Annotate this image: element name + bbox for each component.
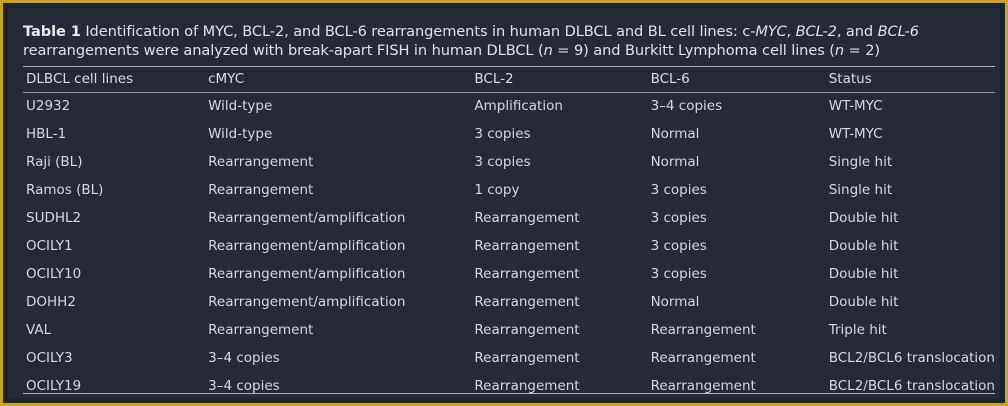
cell-cell-line: Ramos (BL) bbox=[26, 182, 104, 198]
cell-bcl6: Rearrangement bbox=[650, 322, 756, 338]
caption-bcl2: BCL-2 bbox=[795, 23, 837, 40]
table-row: U2932 Wild-type Amplification 3–4 copies WT-… bbox=[23, 92, 995, 120]
cell-bcl6: 3 copies bbox=[650, 238, 707, 254]
caption-n-dlbcl-var: n bbox=[543, 42, 553, 59]
cell-lines-table: DLBCL cell lines cMYC BCL-2 BCL-6 Status… bbox=[23, 66, 995, 398]
table-panel: Table 1 Identification of MYC, BCL-2, an… bbox=[8, 8, 1000, 398]
cell-bcl2: Rearrangement bbox=[474, 266, 580, 282]
cell-bcl6: Rearrangement bbox=[650, 350, 756, 366]
table-row: OCILY10 Rearrangement/amplification Rearra… bbox=[23, 260, 995, 288]
cell-bcl6: Normal bbox=[650, 154, 700, 170]
caption-n-bl-val: = 2) bbox=[844, 42, 881, 59]
cell-status: Double hit bbox=[828, 294, 899, 310]
table-bottom-rule bbox=[23, 393, 995, 394]
cell-cmyc: Rearrangement bbox=[208, 322, 314, 338]
cell-status: BCL2/BCL6 translocation bbox=[828, 378, 995, 394]
table-top-rule bbox=[23, 66, 995, 67]
cell-bcl2: Rearrangement bbox=[474, 322, 580, 338]
cell-bcl6: 3 copies bbox=[650, 182, 707, 198]
cell-status: Triple hit bbox=[828, 322, 887, 338]
header-cell-lines: DLBCL cell lines bbox=[26, 71, 134, 87]
table-row: HBL-1 Wild-type 3 copies Normal WT-MYC bbox=[23, 120, 995, 148]
header-bcl2: BCL-2 bbox=[474, 71, 514, 87]
caption-bcl6: BCL-6 bbox=[877, 23, 919, 40]
cell-cmyc: 3–4 copies bbox=[208, 350, 280, 366]
cell-cell-line: DOHH2 bbox=[26, 294, 76, 310]
cell-bcl2: 3 copies bbox=[474, 126, 531, 142]
cell-bcl2: 1 copy bbox=[474, 182, 520, 198]
table-header-rule bbox=[23, 92, 995, 93]
table-row: VAL Rearrangement Rearrangement Rearrangeme… bbox=[23, 316, 995, 344]
cell-bcl2: Rearrangement bbox=[474, 210, 580, 226]
cell-status: Double hit bbox=[828, 210, 899, 226]
caption-text-1: Identification of MYC, BCL-2, and BCL-6 … bbox=[80, 23, 756, 40]
cell-status: Double hit bbox=[828, 238, 899, 254]
header-status: Status bbox=[828, 71, 872, 87]
cell-cmyc: Wild-type bbox=[208, 98, 273, 114]
header-bcl6: BCL-6 bbox=[650, 71, 690, 87]
cell-bcl2: Rearrangement bbox=[474, 294, 580, 310]
caption-text-2: rearrangements were analyzed with break-… bbox=[23, 42, 544, 59]
table-header-row: DLBCL cell lines cMYC BCL-2 BCL-6 Status bbox=[23, 66, 995, 92]
cell-bcl2: Rearrangement bbox=[474, 378, 580, 394]
caption-myc: MYC bbox=[755, 23, 787, 40]
cell-status: BCL2/BCL6 translocation bbox=[828, 350, 995, 366]
header-cmyc: cMYC bbox=[208, 71, 245, 87]
cell-bcl2: Amplification bbox=[474, 98, 563, 114]
cell-status: WT-MYC bbox=[828, 98, 883, 114]
cell-cell-line: OCILY3 bbox=[26, 350, 73, 366]
cell-bcl6: Normal bbox=[650, 126, 700, 142]
cell-cmyc: Rearrangement/amplification bbox=[208, 238, 406, 254]
cell-cell-line: VAL bbox=[26, 322, 52, 338]
cell-cell-line: SUDHL2 bbox=[26, 210, 82, 226]
cell-status: Single hit bbox=[828, 182, 893, 198]
cell-bcl6: 3 copies bbox=[650, 210, 707, 226]
cell-bcl6: Normal bbox=[650, 294, 700, 310]
cell-cmyc: Rearrangement/amplification bbox=[208, 294, 406, 310]
cell-cmyc: Rearrangement bbox=[208, 182, 314, 198]
cell-status: WT-MYC bbox=[828, 126, 883, 142]
cell-cell-line: Raji (BL) bbox=[26, 154, 83, 170]
table-row: DOHH2 Rearrangement/amplification Rearrang… bbox=[23, 288, 995, 316]
cell-bcl6: 3–4 copies bbox=[650, 98, 723, 114]
table-caption: Table 1 Identification of MYC, BCL-2, an… bbox=[23, 22, 998, 60]
cell-status: Double hit bbox=[828, 266, 899, 282]
cell-status: Single hit bbox=[828, 154, 893, 170]
cell-bcl2: Rearrangement bbox=[474, 238, 580, 254]
cell-cell-line: U2932 bbox=[26, 98, 71, 114]
cell-cmyc: 3–4 copies bbox=[208, 378, 280, 394]
cell-cell-line: OCILY1 bbox=[26, 238, 73, 254]
cell-bcl2: 3 copies bbox=[474, 154, 531, 170]
table-row: Raji (BL) Rearrangement 3 copies Normal Sing… bbox=[23, 148, 995, 176]
table-label: Table 1 bbox=[23, 23, 81, 40]
cell-bcl6: Rearrangement bbox=[650, 378, 756, 394]
caption-sep-1: , bbox=[786, 23, 796, 40]
caption-n-dlbcl-val: = 9) and Burkitt Lymphoma cell lines ( bbox=[552, 42, 835, 59]
cell-cmyc: Rearrangement bbox=[208, 154, 314, 170]
cell-bcl2: Rearrangement bbox=[474, 350, 580, 366]
table-row: OCILY3 3–4 copies Rearrangement Rearrangeme… bbox=[23, 344, 995, 372]
table-row: SUDHL2 Rearrangement/amplification Rearran… bbox=[23, 204, 995, 232]
table-row: OCILY1 Rearrangement/amplification Rearran… bbox=[23, 232, 995, 260]
cell-cmyc: Wild-type bbox=[208, 126, 273, 142]
cell-cmyc: Rearrangement/amplification bbox=[208, 266, 406, 282]
table-row: Ramos (BL) Rearrangement 1 copy 3 copies Sin… bbox=[23, 176, 995, 204]
caption-sep-2: , and bbox=[836, 23, 878, 40]
cell-cell-line: OCILY19 bbox=[26, 378, 82, 394]
caption-n-bl-var: n bbox=[834, 42, 844, 59]
table-row: OCILY19 3–4 copies Rearrangement Rearrangem… bbox=[23, 372, 995, 398]
cell-cell-line: OCILY10 bbox=[26, 266, 82, 282]
cell-bcl6: 3 copies bbox=[650, 266, 707, 282]
cell-cmyc: Rearrangement/amplification bbox=[208, 210, 406, 226]
cell-cell-line: HBL-1 bbox=[26, 126, 67, 142]
